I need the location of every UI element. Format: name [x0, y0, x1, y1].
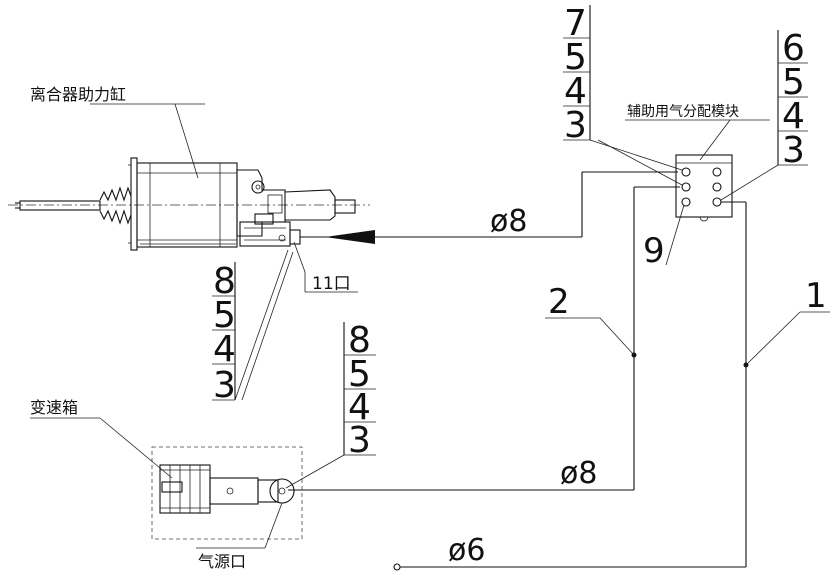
stack-module-right-value: 4 — [782, 96, 805, 137]
pipe-booster-to-module — [300, 171, 678, 238]
gearbox — [151, 446, 303, 540]
air-source-label: 气源口 — [198, 552, 246, 571]
stack-module-left-value: 4 — [564, 71, 587, 112]
stack-module-right-value: 6 — [782, 28, 805, 69]
stack-air-source-value: 3 — [348, 420, 371, 461]
module-label: 辅助用气分配模块 — [627, 104, 739, 120]
part2-leader — [599, 317, 635, 356]
stack-air-source-value: 4 — [348, 387, 371, 428]
stack-air-source-value: 5 — [348, 354, 371, 395]
stack-booster-leader — [241, 251, 294, 401]
dim-pipe-top: ø8 — [490, 204, 527, 239]
stack-booster-value: 8 — [213, 261, 236, 302]
stack-module-left-value: 3 — [564, 105, 587, 146]
stack-air-source-leader — [285, 454, 345, 489]
stack-air-source: 8 5 4 3 — [343, 320, 376, 461]
stack-module-left-value: 7 — [564, 3, 587, 44]
dim-pipe-mid: ø8 — [560, 456, 597, 491]
stack-module-right: 6 5 4 3 — [777, 28, 808, 171]
flow-arrow-icon — [325, 230, 375, 244]
booster-leader — [174, 103, 199, 179]
module-leader — [699, 119, 731, 161]
stack-module-right-value: 5 — [782, 62, 805, 103]
air-distribution-module — [675, 154, 733, 222]
stack-module-left: 7 5 4 3 — [563, 3, 591, 146]
air-source-leader — [264, 502, 283, 549]
gearbox-label: 变速箱 — [30, 398, 78, 417]
pipe-2 — [288, 186, 680, 491]
stack-module-left-leader — [589, 139, 683, 171]
pipe-1-end-icon — [393, 563, 401, 571]
stack-booster-port: 8 5 4 3 — [212, 261, 236, 406]
stack-module-left-value: 5 — [564, 37, 587, 78]
stack-booster-value: 4 — [213, 329, 236, 370]
port11-label: 11口 — [312, 274, 351, 294]
dim-pipe-bottom: ø6 — [448, 533, 485, 568]
stack-air-source-value: 8 — [348, 320, 371, 361]
stack-booster-leader — [234, 249, 289, 401]
part-number-9: 9 — [643, 231, 665, 271]
clutch-booster-cylinder — [8, 157, 370, 251]
stack-module-right-leader — [720, 164, 779, 201]
booster-label: 离合器助力缸 — [30, 85, 126, 104]
stack-module-left-leader — [597, 139, 683, 186]
stack-booster-value: 5 — [213, 295, 236, 336]
stack-booster-value: 3 — [213, 365, 236, 406]
gearbox-leader — [99, 417, 173, 479]
part9-leader — [665, 204, 685, 266]
pipe-1 — [400, 201, 747, 568]
part-number-2: 2 — [548, 282, 570, 322]
part1-leader — [745, 311, 801, 366]
part-number-1: 1 — [805, 276, 827, 316]
port11-leader — [293, 241, 306, 273]
stack-module-right-value: 3 — [782, 130, 805, 171]
